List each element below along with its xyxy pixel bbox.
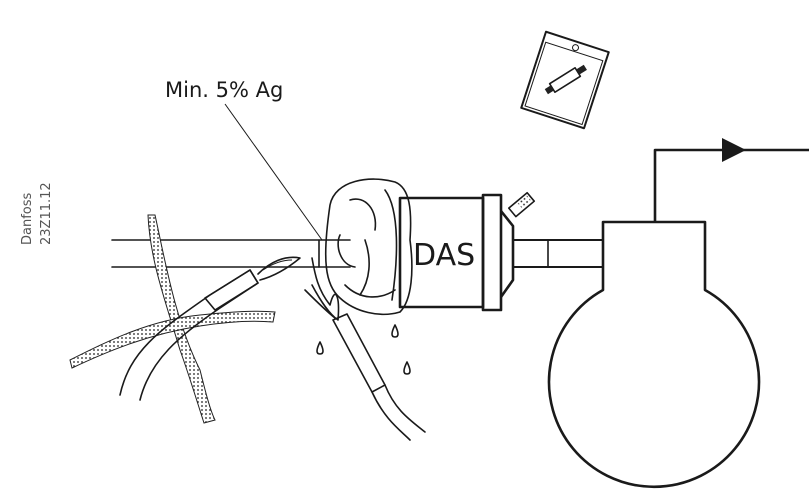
compressor — [547, 138, 809, 488]
filter-label: DAS — [413, 238, 475, 273]
inlet-pipe — [111, 239, 351, 268]
alloy-label: Min. 5% Ag — [165, 78, 283, 102]
filter-drier-bag-icon — [520, 30, 610, 130]
leader-line — [224, 103, 323, 241]
water-drops — [316, 324, 411, 375]
filter-drier: DAS — [398, 191, 536, 312]
brazing-torch-right — [304, 257, 426, 441]
flow-arrow — [722, 138, 746, 162]
wet-rag — [324, 178, 413, 316]
brazing-torch-left — [69, 214, 301, 424]
outlet-pipe — [513, 239, 603, 268]
code-text: 23Z11.12 — [39, 182, 54, 245]
brand-text: Danfoss — [20, 192, 35, 245]
